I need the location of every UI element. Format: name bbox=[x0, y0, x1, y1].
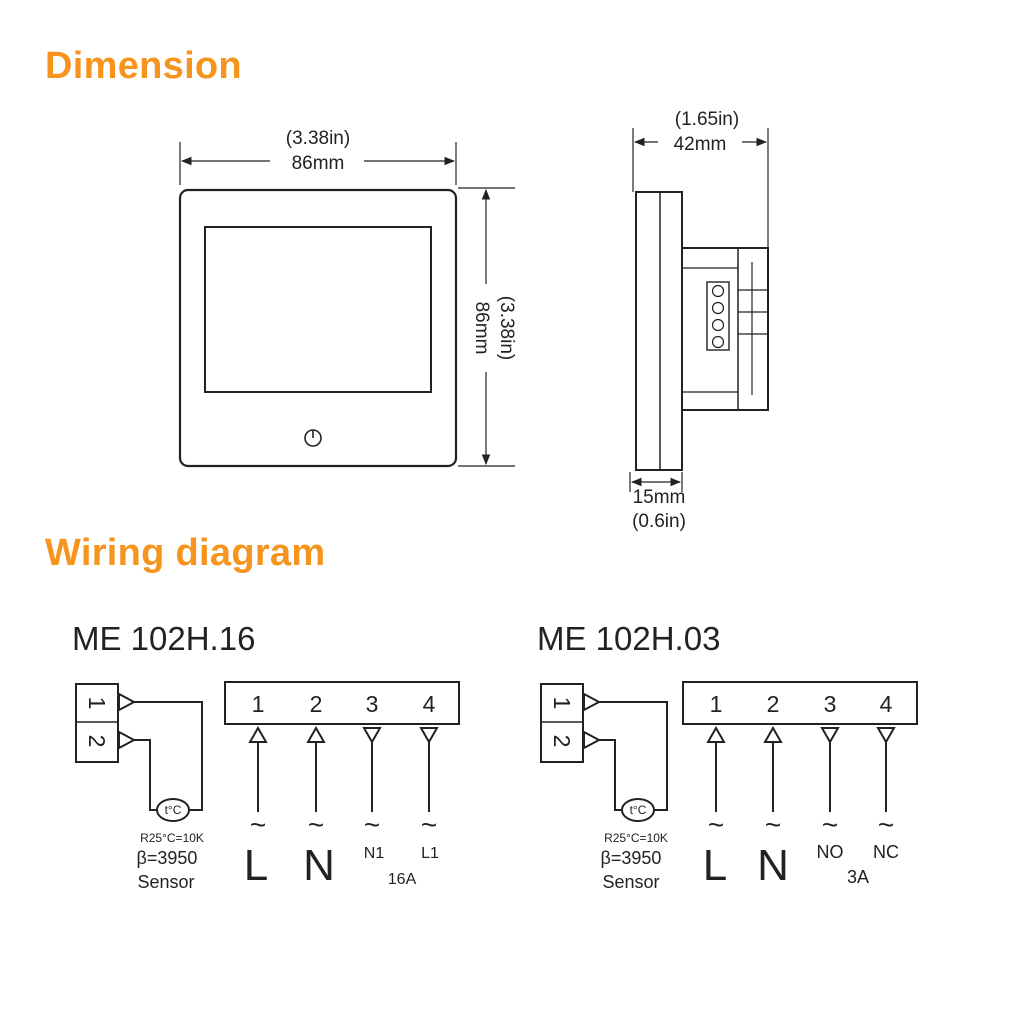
terminal-1: 1 bbox=[252, 691, 265, 717]
sensor-symbol bbox=[621, 798, 655, 822]
terminal-3: 3 bbox=[824, 691, 837, 717]
sensor-label: Sensor bbox=[137, 872, 194, 892]
ac-symbol: ~ bbox=[308, 809, 324, 840]
thermostat-screen bbox=[204, 226, 432, 393]
terminal-2: 2 bbox=[767, 691, 780, 717]
dimension-heading: Dimension bbox=[45, 45, 242, 87]
side-depth-mm: 42mm bbox=[674, 134, 727, 155]
terminal-2: 2 bbox=[310, 691, 323, 717]
ac-symbol: ~ bbox=[822, 809, 838, 840]
model-left: ME 102H.16 bbox=[72, 620, 255, 657]
rating-label: 16A bbox=[388, 871, 417, 888]
ac-symbol: ~ bbox=[878, 809, 894, 840]
front-width-mm: 86mm bbox=[292, 153, 345, 174]
thermostat-front-body bbox=[178, 188, 458, 468]
sensor-spec-2: β=3950 bbox=[601, 848, 662, 868]
sensor-symbol-label: t°C bbox=[165, 803, 182, 817]
power-icon bbox=[304, 429, 322, 447]
terminal-1: 1 bbox=[710, 691, 723, 717]
ac-symbol: ~ bbox=[708, 809, 724, 840]
sensor-terminal-1: 1 bbox=[84, 697, 110, 710]
sensor-spec-1: R25°C=10K bbox=[140, 831, 204, 845]
model-right: ME 102H.03 bbox=[537, 620, 720, 657]
side-front-mm: 15mm bbox=[633, 487, 686, 508]
side-view bbox=[629, 128, 769, 492]
wiring-diagram-right: ME 102H.03 1 2 t°C R25°C=10K β=3950 Sens… bbox=[537, 620, 918, 892]
ac-symbol: ~ bbox=[421, 809, 437, 840]
front-width-in: (3.38in) bbox=[286, 128, 350, 149]
sensor-terminal-1: 1 bbox=[549, 697, 575, 710]
sensor-spec-2: β=3950 bbox=[137, 848, 198, 868]
sensor-symbol-label: t°C bbox=[630, 803, 647, 817]
label-terminal-3: NO bbox=[817, 842, 844, 862]
label-neutral: N bbox=[303, 841, 335, 890]
label-terminal-4: L1 bbox=[421, 845, 439, 862]
side-front-in: (0.6in) bbox=[632, 511, 686, 532]
front-view bbox=[178, 142, 515, 468]
wiring-heading: Wiring diagram bbox=[45, 532, 326, 574]
front-height-in: (3.38in) bbox=[496, 296, 517, 360]
terminal-4: 4 bbox=[880, 691, 893, 717]
label-neutral: N bbox=[757, 841, 789, 890]
ac-symbol: ~ bbox=[250, 809, 266, 840]
label-live: L bbox=[244, 841, 268, 890]
wiring-diagram-left: ME 102H.16 1 2 t°C R25°C=10K β bbox=[72, 620, 460, 892]
label-terminal-3: N1 bbox=[364, 845, 385, 862]
sensor-terminal-2: 2 bbox=[549, 735, 575, 748]
terminal-4: 4 bbox=[423, 691, 436, 717]
sensor-terminal-2: 2 bbox=[84, 735, 110, 748]
sensor-spec-1: R25°C=10K bbox=[604, 831, 668, 845]
label-live: L bbox=[703, 841, 727, 890]
ac-symbol: ~ bbox=[364, 809, 380, 840]
rating-label: 3A bbox=[847, 867, 869, 887]
terminal-3: 3 bbox=[366, 691, 379, 717]
sensor-label: Sensor bbox=[602, 872, 659, 892]
front-height-mm: 86mm bbox=[471, 302, 492, 355]
label-terminal-4: NC bbox=[873, 842, 899, 862]
side-depth-in: (1.65in) bbox=[675, 109, 739, 130]
sensor-symbol bbox=[156, 798, 190, 822]
ac-symbol: ~ bbox=[765, 809, 781, 840]
